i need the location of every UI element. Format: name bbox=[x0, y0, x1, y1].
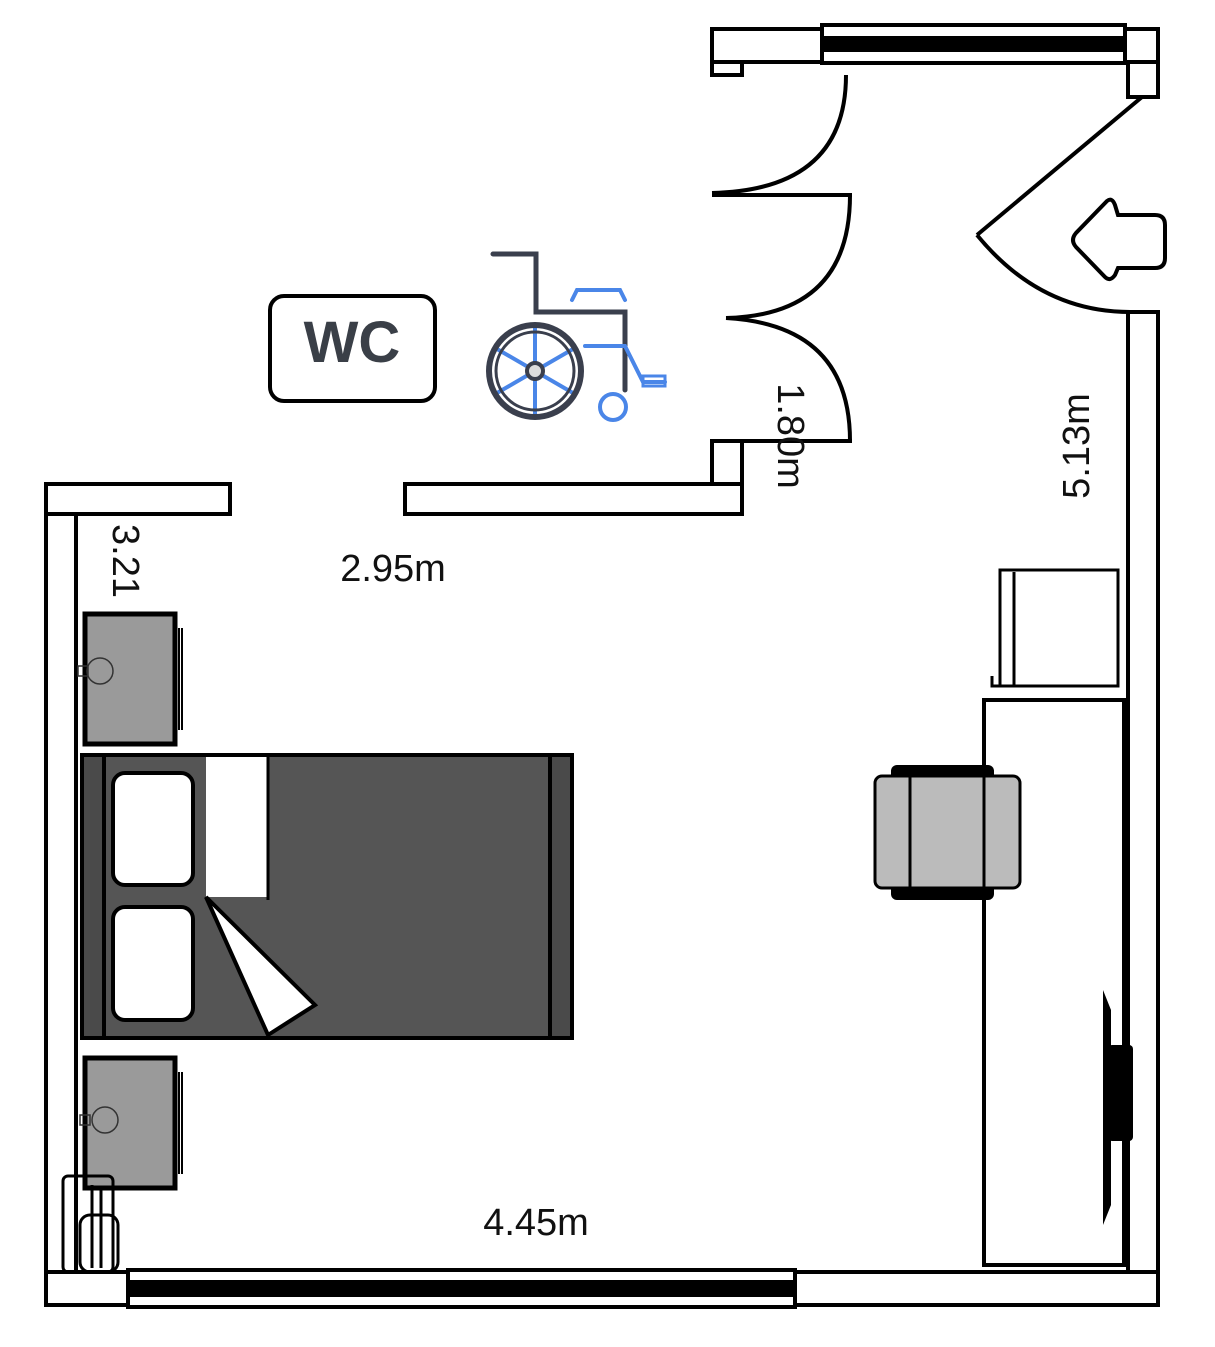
armchair bbox=[873, 765, 1022, 900]
nightstand-bottom bbox=[79, 1055, 183, 1191]
radiator bbox=[61, 1174, 120, 1274]
lamp-icon bbox=[79, 1106, 119, 1134]
dimension-wc-door: 1.80m bbox=[769, 383, 811, 489]
mini-fridge bbox=[990, 568, 1120, 688]
entrance-door bbox=[975, 95, 1144, 314]
wc-wall-stub bbox=[710, 439, 744, 486]
nightstand-top bbox=[77, 611, 183, 747]
dimension-right-wall: 5.13m bbox=[1056, 393, 1098, 499]
dimension-top-inner-wall: 2.95m bbox=[340, 548, 446, 590]
dimension-left-wall: 3.21 bbox=[104, 524, 146, 598]
toilet-icon bbox=[1071, 197, 1167, 282]
right-wall bbox=[1126, 310, 1160, 1307]
wc-sign: WC bbox=[268, 294, 437, 403]
left-wall bbox=[44, 512, 78, 1307]
wc-sign-text: WC bbox=[304, 310, 401, 375]
dimension-bottom-wall: 4.45m bbox=[483, 1202, 589, 1244]
tv bbox=[1103, 990, 1133, 1225]
top-middle-wall bbox=[403, 482, 744, 516]
wheelchair-icon bbox=[486, 251, 667, 422]
bottom-window bbox=[126, 1268, 797, 1309]
pillow bbox=[111, 771, 195, 887]
pillow bbox=[111, 905, 195, 1022]
top-window bbox=[820, 23, 1127, 65]
lamp-icon bbox=[77, 657, 114, 685]
top-left-wall bbox=[44, 482, 232, 516]
bed bbox=[80, 753, 574, 1040]
